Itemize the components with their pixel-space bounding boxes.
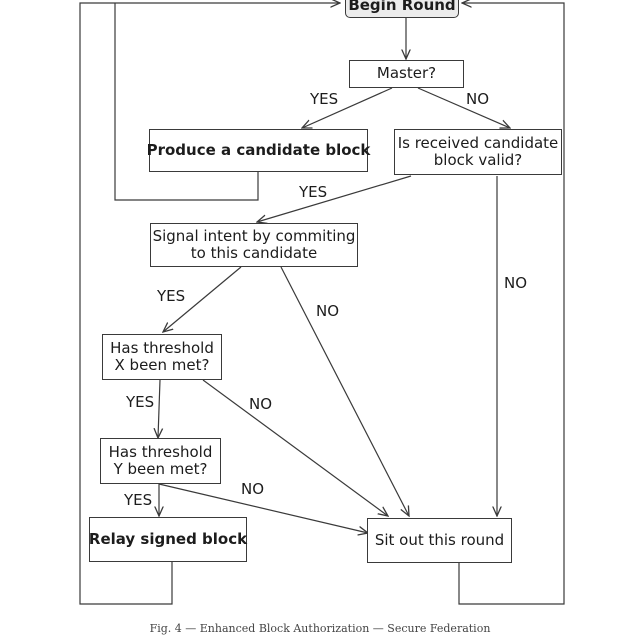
edge-label-y-yes: YES xyxy=(124,491,153,509)
edge-y-no xyxy=(158,483,368,533)
master-decision: Master? xyxy=(349,60,464,88)
edge-label-x-yes: YES xyxy=(126,393,155,411)
edge-valid-yes xyxy=(257,175,412,222)
edge-master-yes xyxy=(302,87,393,128)
is-valid-label-line2: block valid? xyxy=(433,151,523,169)
signal-intent-line2: to this candidate xyxy=(190,244,318,262)
loop-left-outer xyxy=(79,3,340,605)
sit-out-label: Sit out this round xyxy=(374,530,505,549)
edge-label-master-no: NO xyxy=(466,90,490,108)
produce-block-node: Produce a candidate block xyxy=(146,129,371,172)
edge-x-no xyxy=(202,379,388,516)
figure-caption: Fig. 4 — Enhanced Block Authorization — … xyxy=(149,622,491,635)
edge-label-master-yes: YES xyxy=(310,90,339,108)
relay-block-node: Relay signed block xyxy=(89,517,247,562)
begin-round-node: Begin Round xyxy=(345,0,459,18)
master-label: Master? xyxy=(376,64,437,83)
edge-signal-no xyxy=(280,266,409,516)
threshold-x-line2: X been met? xyxy=(114,356,210,374)
edge-label-valid-no: NO xyxy=(504,274,528,292)
relay-block-label: Relay signed block xyxy=(88,529,248,548)
produce-block-label: Produce a candidate block xyxy=(146,140,371,159)
threshold-y-decision: Has threshold Y been met? xyxy=(100,438,221,484)
edge-label-x-no: NO xyxy=(249,395,273,413)
begin-round-label: Begin Round xyxy=(348,0,456,15)
sit-out-node: Sit out this round xyxy=(367,518,512,563)
threshold-x-decision: Has threshold X been met? xyxy=(102,334,222,380)
loop-left-inner xyxy=(114,3,259,201)
signal-intent-line1: Signal intent by commiting xyxy=(152,226,356,245)
is-valid-decision: Is received candidate block valid? xyxy=(394,129,562,175)
signal-intent-node: Signal intent by commiting to this candi… xyxy=(150,223,358,267)
edge-signal-yes xyxy=(163,266,242,332)
threshold-y-line2: Y been met? xyxy=(113,460,208,478)
threshold-y-line1: Has threshold xyxy=(108,442,213,461)
loop-right xyxy=(458,3,565,605)
edge-master-no xyxy=(417,87,510,128)
edge-label-y-no: NO xyxy=(241,480,265,498)
threshold-x-line1: Has threshold xyxy=(110,338,214,357)
edge-label-signal-yes: YES xyxy=(157,287,186,305)
edge-label-valid-yes: YES xyxy=(299,183,328,201)
is-valid-label-line1: Is received candidate xyxy=(397,133,559,152)
edge-label-signal-no: NO xyxy=(316,302,340,320)
edge-x-yes xyxy=(158,379,160,438)
